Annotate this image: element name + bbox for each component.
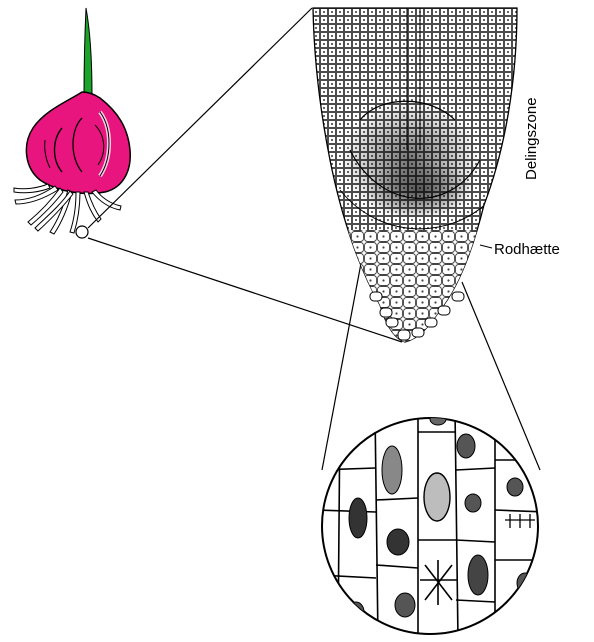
root-tip-illustration <box>300 8 540 360</box>
root-cap-pointer <box>480 245 492 248</box>
onion-bulb-body <box>26 92 130 194</box>
label-root-cap: Rodhætte <box>494 241 560 258</box>
label-division-zone: Delingszone <box>523 97 540 180</box>
zoom-origin-circle <box>76 226 88 238</box>
onion-stem <box>84 8 92 96</box>
cell-magnifier-illustration <box>318 410 545 637</box>
